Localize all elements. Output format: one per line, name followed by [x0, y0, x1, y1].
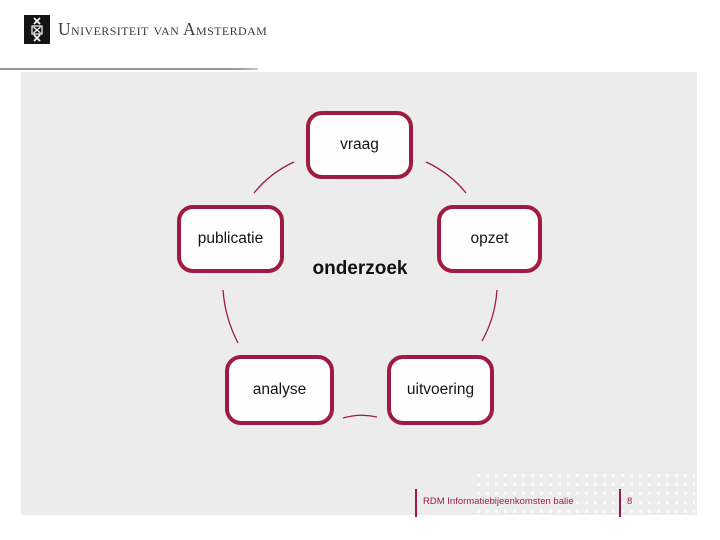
diagram-node-opzet: opzet [437, 205, 542, 273]
diagram-node-analyse: analyse [225, 355, 334, 425]
slide-canvas: vraag publicatie opzet analyse uitvoerin… [21, 72, 697, 517]
footer-divider-bar [415, 489, 417, 517]
node-label: uitvoering [406, 381, 475, 398]
diagram-node-uitvoering: uitvoering [387, 355, 494, 425]
slide-page-number: 8 [627, 496, 633, 507]
diagram-node-vraag: vraag [306, 111, 413, 179]
uva-logo-icon [24, 15, 50, 44]
node-label: analyse [252, 381, 307, 398]
diagram-node-publicatie: publicatie [177, 205, 284, 273]
node-label: publicatie [197, 230, 264, 247]
university-name: Universiteit van Amsterdam [58, 19, 268, 39]
node-label: opzet [470, 230, 509, 247]
node-label: vraag [340, 136, 379, 153]
cycle-connector-lines [222, 161, 498, 419]
diagram-center-label: onderzoek [312, 258, 408, 279]
university-header: Universiteit van Amsterdam [0, 0, 720, 70]
footer-divider-bar [619, 489, 621, 517]
footer-title: RDM Informatiebijeenkomsten balie [423, 496, 574, 507]
header-divider [0, 68, 258, 70]
decorative-dot-pattern [473, 470, 695, 515]
